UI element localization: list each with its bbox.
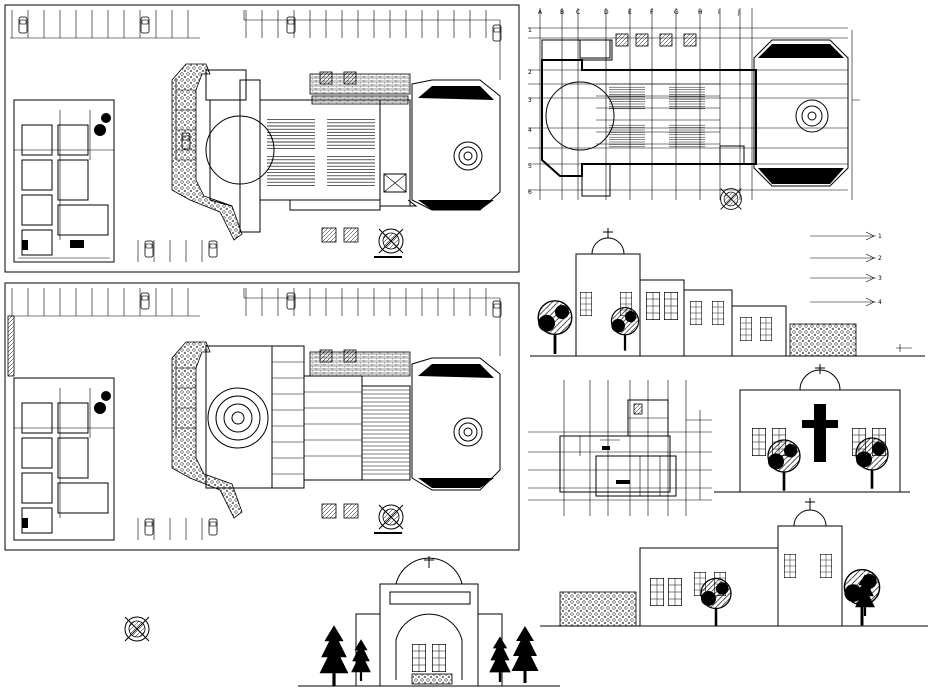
svg-text:E: E — [628, 9, 632, 16]
floor-plan-ground — [4, 4, 520, 273]
svg-text:4: 4 — [528, 127, 532, 134]
svg-text:B: B — [560, 9, 564, 16]
compass-icon — [124, 616, 150, 642]
roof-plan: A B C D E F G H I J 1 2 3 4 5 6 — [528, 8, 860, 210]
svg-text:C: C — [576, 9, 580, 16]
side-elevation-cross — [714, 364, 910, 493]
church-plan-1 — [171, 63, 501, 241]
annex-floor-plan — [528, 380, 712, 516]
svg-text:H: H — [698, 9, 703, 16]
rear-elevation — [540, 498, 928, 627]
svg-text:D: D — [604, 9, 609, 16]
front-elevation-main — [298, 556, 560, 687]
floor-plan-detailed — [4, 282, 520, 551]
svg-text:I: I — [718, 9, 720, 16]
grid-labels-top: A B C D E F G H I J — [538, 9, 740, 16]
level-marks: 1 2 3 4 — [878, 233, 882, 306]
svg-text:6: 6 — [528, 189, 532, 196]
svg-text:5: 5 — [528, 163, 532, 170]
left-annex — [13, 99, 115, 263]
front-elevation-right: 1 2 3 4 — [530, 228, 925, 357]
svg-text:1: 1 — [878, 233, 882, 240]
svg-text:2: 2 — [528, 69, 532, 76]
grid-labels-side: 1 2 3 4 5 6 — [528, 27, 532, 196]
svg-text:1: 1 — [528, 27, 532, 34]
svg-text:G: G — [674, 9, 679, 16]
svg-text:3: 3 — [528, 97, 532, 104]
parking-top-left — [10, 10, 501, 80]
svg-text:F: F — [650, 9, 654, 16]
svg-text:4: 4 — [878, 299, 882, 306]
svg-text:A: A — [538, 9, 543, 16]
svg-text:2: 2 — [878, 255, 882, 262]
svg-text:J: J — [737, 9, 740, 16]
svg-text:3: 3 — [878, 275, 882, 282]
